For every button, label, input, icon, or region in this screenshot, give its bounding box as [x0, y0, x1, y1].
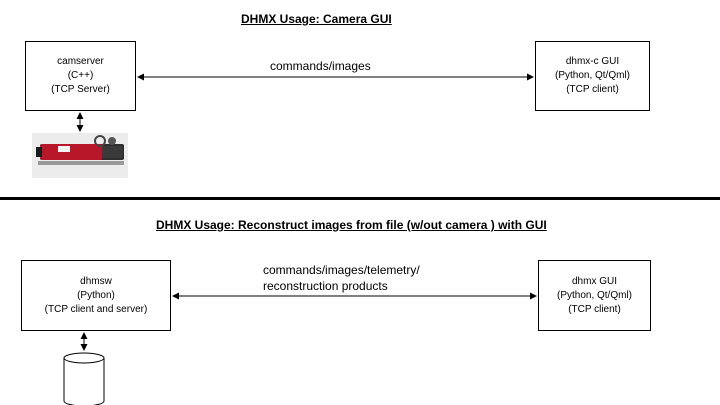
- camera-connection-label: commands/images: [270, 59, 371, 73]
- section-2-title: DHMX Usage: Reconstruct images from file…: [156, 218, 547, 232]
- dhmsw-role: (TCP client and server): [44, 303, 148, 315]
- dhmx-c-gui-tech: (Python, Qt/Qml): [554, 70, 630, 81]
- database-cylinder-icon: [63, 352, 105, 405]
- camserver-language: (C++): [67, 70, 94, 81]
- dhmx-c-gui-role: (TCP client): [566, 84, 619, 95]
- section-divider: [0, 197, 720, 200]
- dhmsw-box: dhmsw (Python) (TCP client and server): [21, 260, 171, 331]
- dhmsw-name: dhmsw: [80, 275, 112, 287]
- camera-icon: [32, 133, 128, 178]
- dhmx-gui-role: (TCP client): [568, 303, 621, 315]
- camserver-box: camserver (C++) (TCP Server): [25, 41, 136, 111]
- dhmsw-language: (Python): [77, 289, 115, 301]
- dhmx-gui-name: dhmx GUI: [571, 275, 617, 287]
- dhmx-c-gui-box: dhmx-c GUI (Python, Qt/Qml) (TCP client): [535, 41, 650, 111]
- section-1-title: DHMX Usage: Camera GUI: [241, 12, 392, 26]
- dhmx-c-gui-name: dhmx-c GUI: [565, 56, 620, 67]
- camserver-role: (TCP Server): [51, 84, 110, 95]
- camserver-name: camserver: [57, 56, 104, 67]
- dhmx-gui-box: dhmx GUI (Python, Qt/Qml) (TCP client): [538, 260, 651, 331]
- dhmx-gui-tech: (Python, Qt/Qml): [556, 289, 632, 301]
- reconstruct-connection-label-line-1: commands/images/telemetry/: [263, 263, 420, 277]
- reconstruct-connection-label-line-2: reconstruction products: [263, 279, 388, 293]
